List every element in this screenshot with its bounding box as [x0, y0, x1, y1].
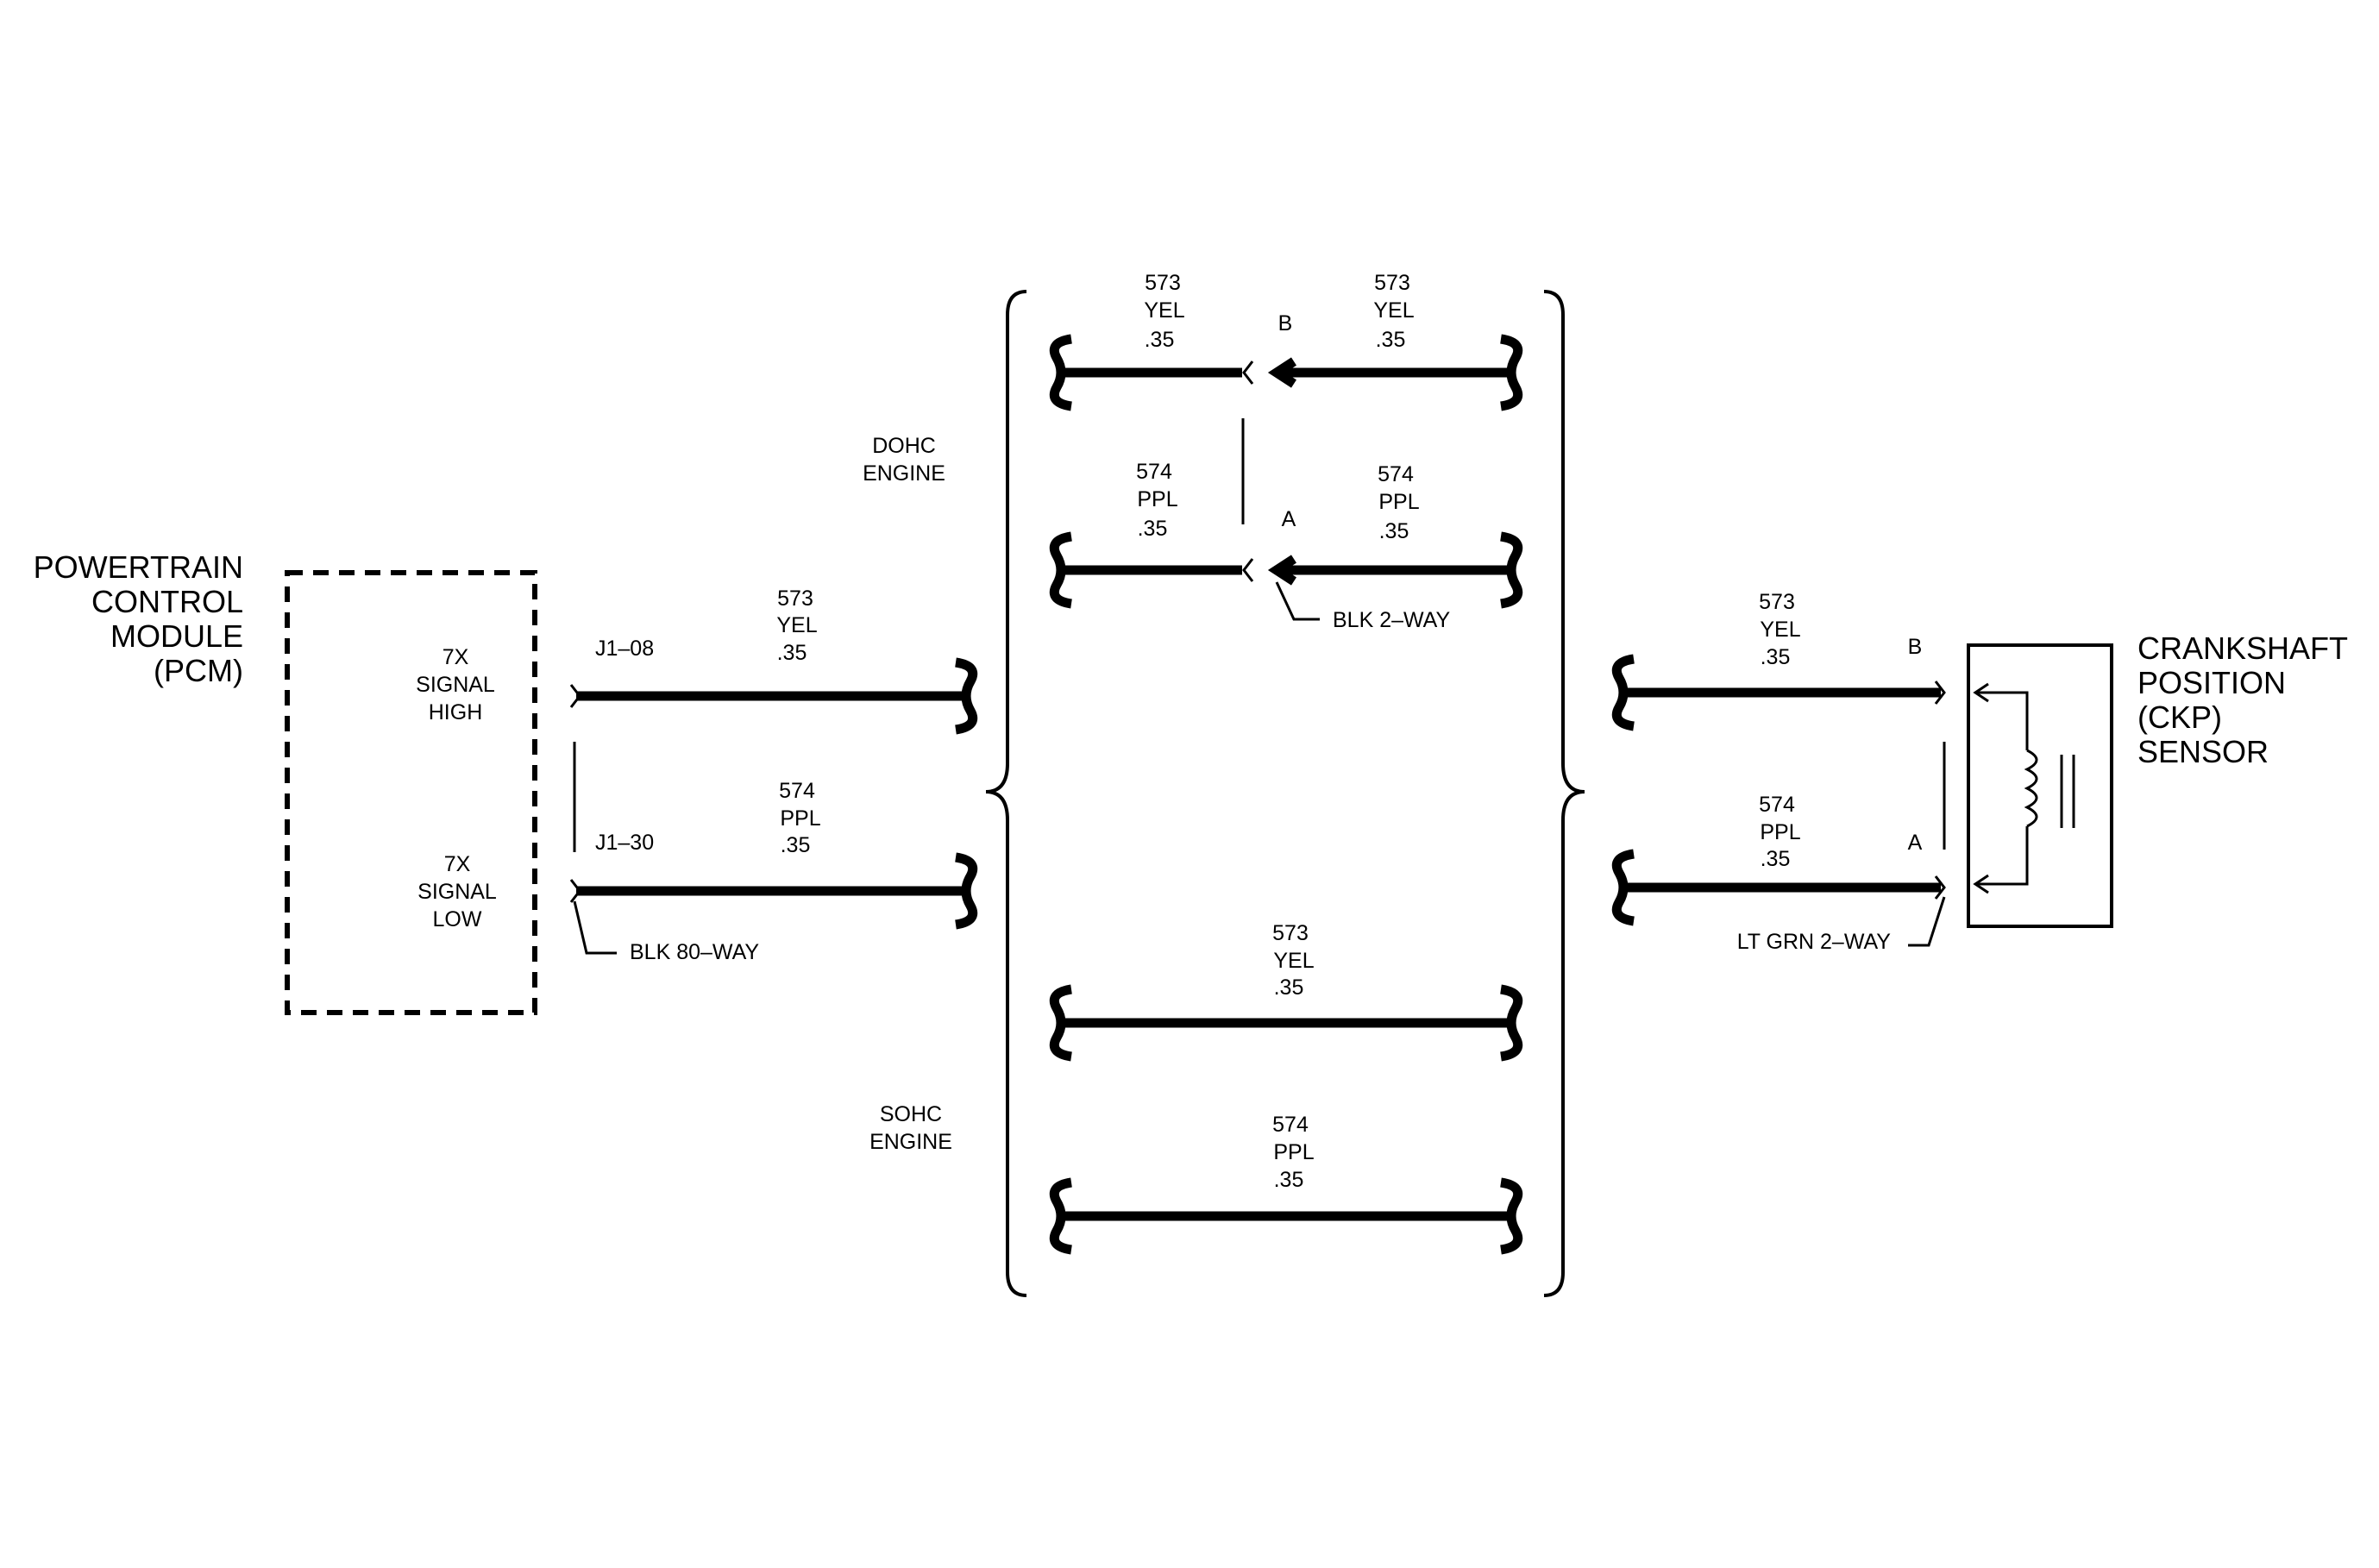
sohc-ppl-label: 574 PPL .35: [1272, 1113, 1315, 1192]
ckp-title-line-2: POSITION: [2137, 665, 2286, 700]
dohc-yel-left-gauge: .35: [1145, 328, 1175, 352]
dohc-yel-left-color: YEL: [1144, 298, 1184, 323]
dohc-pin-a: A: [1282, 507, 1296, 531]
dohc-ppl-left-wire: [1049, 531, 1254, 609]
pcm-signal-low-label: 7X SIGNAL LOW: [417, 852, 497, 931]
sensor-arrow-bottom: [1973, 874, 1989, 894]
pcm-connector-leader: [573, 900, 617, 955]
sohc-ppl-wire: [1049, 1177, 1523, 1255]
dohc-yel-right-label: 573 YEL .35: [1373, 271, 1414, 352]
signal-low-line-1: 7X: [444, 852, 471, 876]
signal-low-line-2: SIGNAL: [417, 880, 497, 904]
sohc-ppl-color: PPL: [1273, 1140, 1314, 1164]
ckp-title-line-1: CRANKSHAFT: [2137, 630, 2348, 666]
dohc-connector-label: BLK 2–WAY: [1333, 608, 1450, 632]
dohc-ppl-left-gauge: .35: [1138, 517, 1168, 541]
dohc-pin-b: B: [1278, 311, 1293, 336]
pcm-title-line-1: POWERTRAIN: [34, 549, 243, 585]
ckp-title-line-4: SENSOR: [2137, 734, 2269, 769]
dohc-label-line-2: ENGINE: [863, 461, 945, 486]
ckp-connector-label: LT GRN 2–WAY: [1737, 930, 1892, 954]
pcm-title-line-3: MODULE: [110, 618, 243, 654]
pcm-yel-color: YEL: [776, 613, 817, 637]
ckp-yel-circuit: 573: [1759, 590, 1795, 614]
ckp-ppl-wire: [1611, 849, 1946, 926]
ckp-yel-wire: [1611, 654, 1946, 731]
sohc-yel-label: 573 YEL .35: [1272, 921, 1315, 1000]
pcm-yel-wire-label: 573 YEL .35: [776, 586, 817, 665]
dohc-yel-right-wire: [1267, 334, 1523, 411]
pcm-ppl-color: PPL: [780, 806, 820, 831]
pcm-yel-circuit: 573: [777, 586, 813, 611]
dohc-yel-right-color: YEL: [1373, 298, 1414, 323]
dohc-ppl-right-color: PPL: [1378, 490, 1419, 514]
sohc-ppl-gauge: .35: [1274, 1168, 1304, 1192]
pcm-ppl-wire: [569, 852, 978, 930]
dohc-ppl-right-wire: [1267, 531, 1523, 609]
sohc-label-line-2: ENGINE: [869, 1130, 952, 1154]
ckp-ppl-color: PPL: [1760, 820, 1800, 844]
ckp-ppl-label: 574 PPL .35: [1759, 793, 1801, 871]
sensor-arrow-top: [1973, 682, 1989, 703]
dohc-label-line-1: DOHC: [872, 434, 936, 458]
signal-high-line-3: HIGH: [429, 700, 483, 724]
ckp-ppl-gauge: .35: [1761, 847, 1791, 871]
pcm-ppl-circuit: 574: [779, 779, 815, 803]
dohc-ppl-left-color: PPL: [1137, 487, 1177, 511]
dohc-ppl-right-circuit: 574: [1378, 462, 1414, 486]
signal-low-line-3: LOW: [433, 907, 482, 931]
left-option-brace: [985, 290, 1027, 1297]
sohc-yel-wire: [1049, 984, 1523, 1062]
pcm-title-line-2: CONTROL: [91, 584, 243, 619]
sensor-lead-top: [1975, 691, 2029, 750]
ckp-title: CRANKSHAFT POSITION (CKP) SENSOR: [2137, 630, 2348, 769]
ckp-sensor-symbol: [1967, 643, 2113, 928]
sohc-yel-color: YEL: [1273, 949, 1314, 973]
dohc-ppl-left-label: 574 PPL .35: [1136, 460, 1178, 541]
pcm-title: POWERTRAIN CONTROL MODULE (PCM): [34, 549, 243, 688]
dohc-ppl-right-gauge: .35: [1379, 519, 1409, 543]
pcm-signal-high-label: 7X SIGNAL HIGH: [416, 645, 495, 724]
pcm-ppl-gauge: .35: [781, 833, 811, 857]
dohc-yel-right-gauge: .35: [1376, 328, 1406, 352]
dohc-engine-label: DOHC ENGINE: [863, 434, 945, 486]
right-option-brace: [1543, 290, 1585, 1297]
dohc-yel-left-label: 573 YEL .35: [1144, 271, 1184, 352]
pcm-ppl-wire-label: 574 PPL .35: [779, 779, 821, 857]
dohc-ppl-left-circuit: 574: [1136, 460, 1172, 484]
sohc-yel-circuit: 573: [1272, 921, 1309, 945]
sohc-engine-label: SOHC ENGINE: [869, 1102, 952, 1154]
ckp-yel-color: YEL: [1760, 618, 1800, 642]
pcm-connector-label: BLK 80–WAY: [630, 940, 759, 964]
pcm-title-line-4: (PCM): [154, 653, 243, 688]
dohc-yel-left-wire: [1049, 334, 1254, 411]
pcm-yel-gauge: .35: [777, 641, 807, 665]
sohc-yel-gauge: .35: [1274, 975, 1304, 1000]
ckp-yel-gauge: .35: [1761, 645, 1791, 669]
ckp-yel-label: 573 YEL .35: [1759, 590, 1801, 669]
pcm-yel-wire: [569, 657, 978, 735]
ckp-connector-leader: [1908, 896, 1946, 947]
pcm-pin-low: J1–30: [595, 831, 654, 855]
signal-high-line-1: 7X: [443, 645, 469, 669]
signal-high-line-2: SIGNAL: [416, 673, 495, 697]
sohc-label-line-1: SOHC: [880, 1102, 942, 1126]
ckp-sensor-box: [1967, 643, 2113, 928]
ckp-pin-a: A: [1908, 831, 1923, 855]
dohc-yel-right-circuit: 573: [1374, 271, 1410, 295]
dohc-yel-left-circuit: 573: [1145, 271, 1181, 295]
sohc-ppl-circuit: 574: [1272, 1113, 1309, 1137]
dohc-connector-leader: [1275, 581, 1320, 621]
ckp-title-line-3: (CKP): [2137, 699, 2222, 735]
pcm-pin-high: J1–08: [595, 637, 654, 661]
ckp-ppl-circuit: 574: [1759, 793, 1795, 817]
sensor-lead-bottom: [1975, 826, 2029, 886]
dohc-ppl-right-label: 574 PPL .35: [1378, 462, 1420, 543]
sensor-coil: [2024, 749, 2038, 828]
pcm-module-box: [285, 570, 537, 1015]
ckp-pin-b: B: [1908, 635, 1923, 659]
